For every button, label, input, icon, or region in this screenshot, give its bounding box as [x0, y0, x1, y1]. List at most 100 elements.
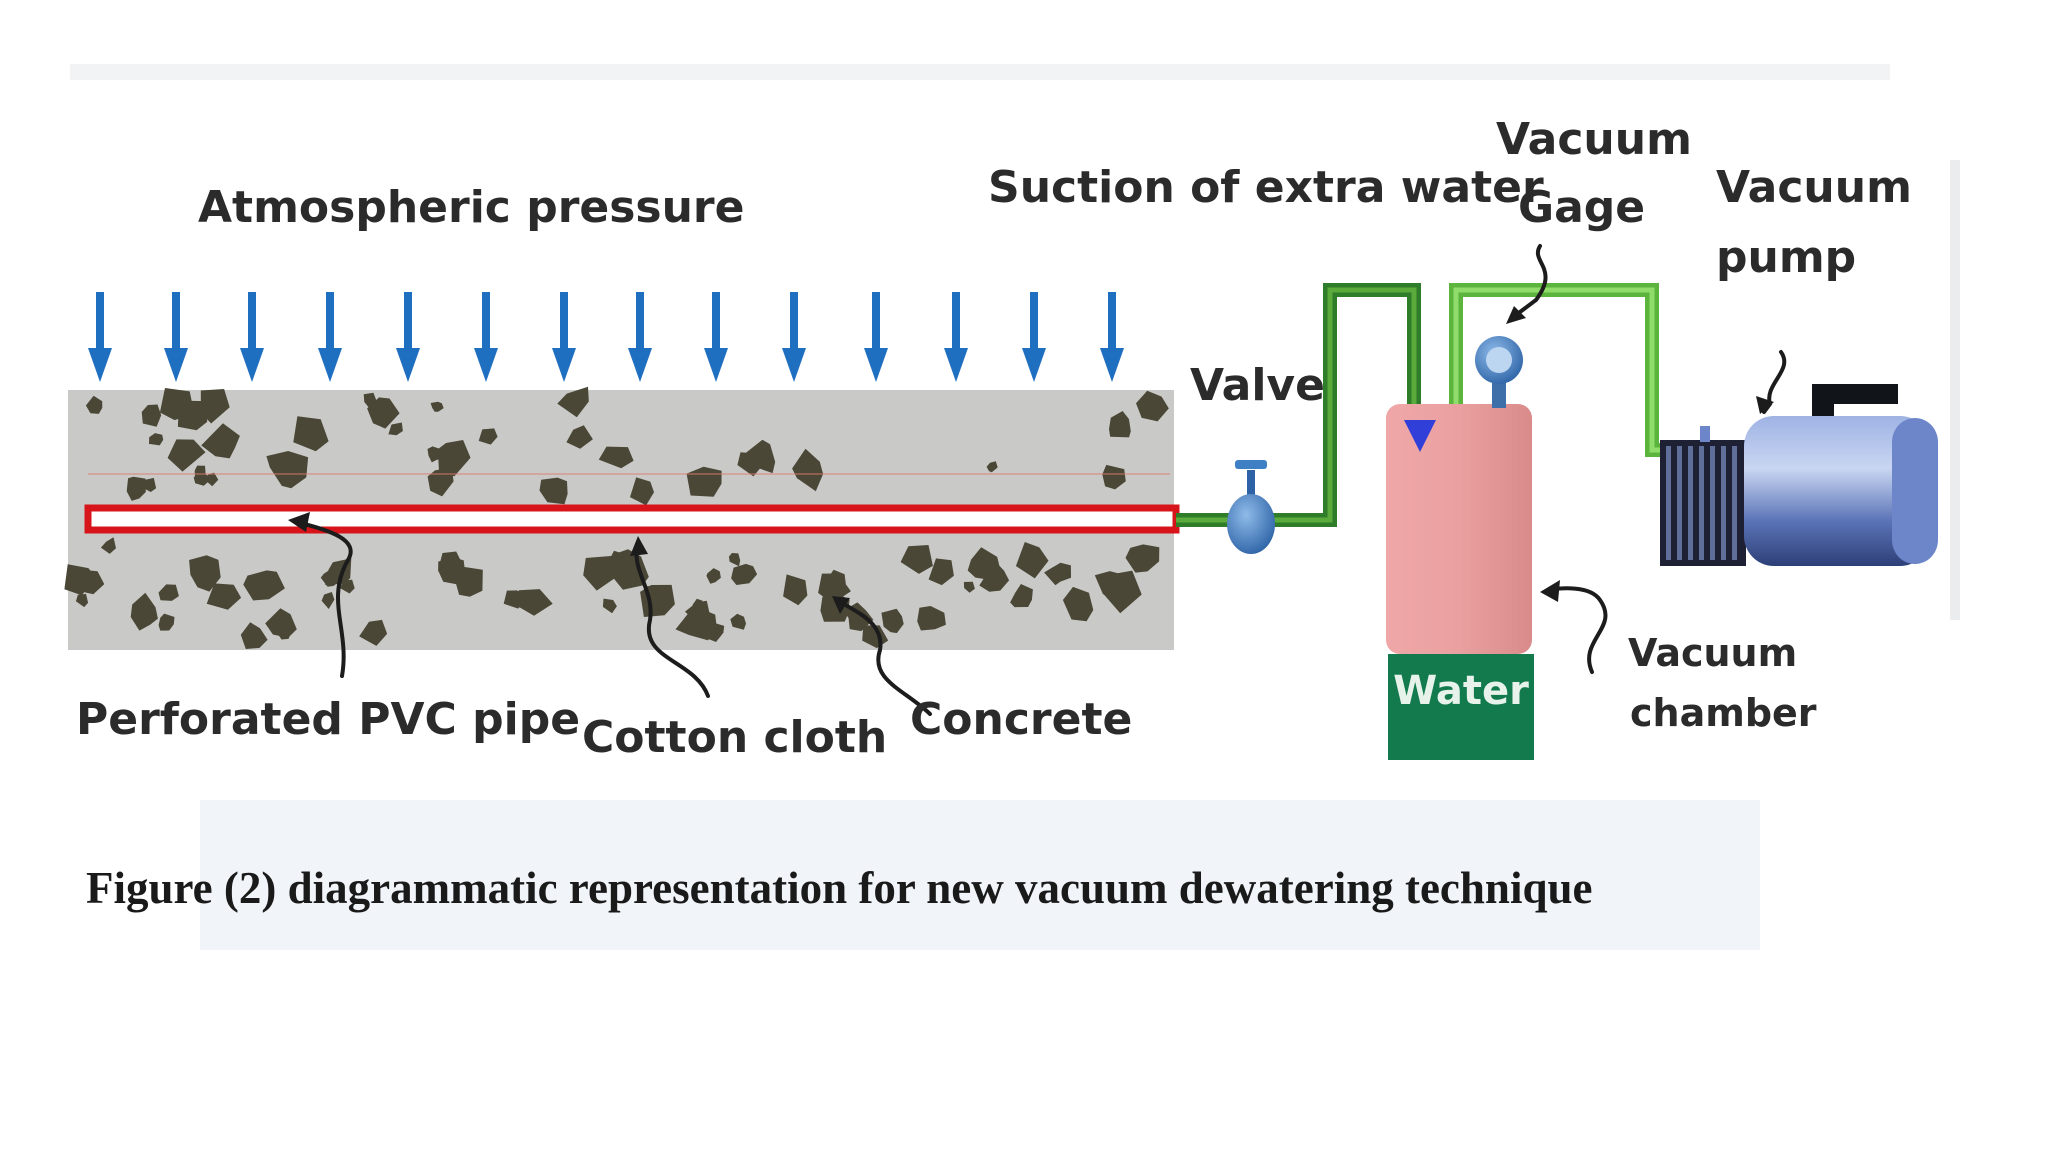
aggregate-stone [427, 446, 444, 463]
aggregate-stone [359, 619, 388, 646]
water-base [1388, 654, 1534, 760]
down-arrow-icon [240, 292, 264, 382]
down-arrow-icon [88, 292, 112, 382]
figure-caption: Figure (2) diagrammatic representation f… [86, 863, 1593, 913]
pointer-heads [288, 306, 1774, 614]
aggregate-stone [692, 598, 703, 612]
aggregate-stone [265, 608, 297, 638]
aggregate-stone [363, 392, 378, 410]
aggregate-stone [1125, 544, 1160, 573]
vacuum-gage-label-line2: Gage [1518, 182, 1646, 233]
vacuum-chamber-label-line2: chamber [1630, 691, 1817, 735]
vacuum-chamber [1386, 404, 1532, 654]
vacuum-gage-label-line1: Vacuum [1496, 114, 1692, 165]
aggregate-stone [437, 440, 471, 477]
aggregate-stone [167, 439, 206, 472]
aggregate-stone [201, 423, 240, 459]
aggregate-stone [503, 590, 525, 609]
aggregate-stone [158, 584, 179, 601]
aggregate-stone [675, 605, 718, 641]
suction-hose [1176, 283, 1421, 527]
aggregate-stone [539, 477, 568, 505]
aggregate-stone [478, 428, 498, 445]
aggregate-stone [200, 389, 230, 424]
pump-icon [1660, 384, 1938, 566]
down-arrow-icon [396, 292, 420, 382]
chamber-pointer [1546, 586, 1608, 674]
aggregate-stone [206, 472, 219, 487]
aggregate-stone [388, 422, 403, 436]
aggregate-stone [986, 461, 998, 473]
suction-label: Suction of extra water [988, 162, 1544, 213]
down-arrow-icon [628, 292, 652, 382]
down-arrow-icon [864, 292, 888, 382]
aggregate-stone [454, 566, 483, 597]
aggregate-stone [1015, 542, 1049, 579]
perforated-pvc-pipe [84, 504, 1180, 534]
aggregate-stone [967, 547, 1000, 580]
down-arrow-icon [704, 292, 728, 382]
background-smear [1950, 160, 1960, 620]
aggregate-stone [609, 550, 625, 572]
aggregate-stone [142, 477, 157, 492]
aggregate-stone [75, 593, 89, 608]
valve-label: Valve [1190, 360, 1325, 411]
aggregate-stone [1044, 562, 1071, 586]
down-arrow-icon [318, 292, 342, 382]
perforated-pvc-pipe-label: Perforated PVC pipe [76, 694, 581, 745]
aggregate-stone [141, 404, 162, 427]
aggregate-stone [85, 395, 103, 414]
vacuum-pump-label-line1: Vacuum [1716, 162, 1912, 213]
aggregate-stone [742, 439, 776, 474]
aggregate-stone [266, 451, 309, 489]
down-arrow-icon [944, 292, 968, 382]
vacuum-pump-label-line2: pump [1716, 232, 1857, 283]
aggregate-stone [1136, 390, 1169, 422]
valve-icon [1227, 460, 1275, 554]
aggregate-stone [706, 568, 721, 584]
aggregate-stone [64, 564, 97, 596]
pressure-arrows [88, 292, 1124, 382]
down-arrow-icon [552, 292, 576, 382]
pump-hose [1449, 283, 1672, 457]
aggregate-stone [340, 579, 355, 594]
down-arrow-icon [1100, 292, 1124, 382]
down-arrow-icon [474, 292, 498, 382]
aggregate-stone [149, 433, 164, 446]
atmospheric-pressure-label: Atmospheric pressure [198, 182, 745, 233]
aggregate-stone [928, 558, 954, 586]
aggregate-stone [792, 448, 824, 492]
concrete-label: Concrete [910, 694, 1133, 745]
aggregate-stone [293, 416, 329, 452]
aggregate-stone [519, 592, 541, 608]
background-smear [200, 800, 1760, 950]
down-arrow-icon [782, 292, 806, 382]
aggregate-stone [158, 613, 175, 631]
aggregate-stone [583, 555, 614, 591]
vacuum-chamber-label-line1: Vacuum [1628, 631, 1798, 675]
aggregate-stone [1094, 571, 1133, 603]
water-label: Water [1393, 668, 1529, 714]
aggregate-stone [730, 613, 746, 630]
aggregate-stone [598, 446, 634, 469]
aggregate-stone [240, 622, 268, 649]
aggregate-stone [321, 592, 335, 609]
water-inlet-arrow-icon [1404, 420, 1436, 452]
aggregate-stone [566, 425, 593, 449]
aggregate-stone [189, 555, 221, 592]
aggregate-stone [126, 476, 146, 501]
aggregate-stone [979, 564, 1010, 592]
aggregate-stone [731, 563, 758, 585]
gauge-pointer [1510, 244, 1548, 320]
down-arrow-icon [1022, 292, 1046, 382]
aggregate-stone [881, 608, 904, 634]
aggregate-stone [100, 537, 116, 554]
down-arrow-icon [164, 292, 188, 382]
aggregate-stone [900, 545, 933, 574]
aggregate-stone [194, 465, 206, 479]
aggregate-stone [1062, 586, 1094, 622]
aggregate-stone [963, 581, 975, 593]
aggregate-stone [1010, 584, 1033, 608]
aggregate-stone [159, 388, 195, 421]
